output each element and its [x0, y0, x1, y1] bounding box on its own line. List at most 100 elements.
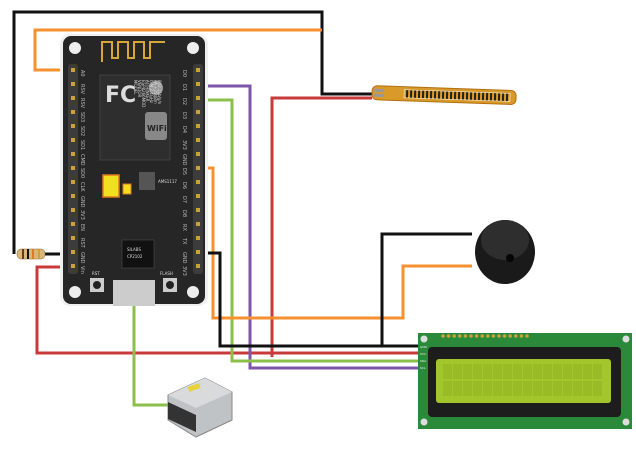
pin-label: RSV: [79, 84, 85, 95]
pin-label: GND: [79, 252, 85, 264]
pin-tx: [196, 236, 200, 240]
pin-label: GND: [181, 154, 187, 166]
pin-label: GND: [181, 252, 187, 264]
wire-orange-a0: [33, 28, 322, 72]
wires: [12, 10, 472, 407]
wifi-logo-box: [145, 112, 167, 140]
pin-d0: [196, 68, 200, 72]
pin-label: A0: [79, 70, 85, 77]
pin-label: 3V3: [181, 140, 187, 150]
regulator-label: AMS1117: [158, 179, 177, 184]
pin-d3: [196, 110, 200, 114]
pin-d8: [196, 208, 200, 212]
pin-label: D7: [181, 196, 187, 203]
pin-d4: [196, 124, 200, 128]
pin-label: D2: [181, 98, 187, 105]
pin-vin: [71, 264, 75, 268]
pin-label: RX: [181, 224, 187, 231]
globe-icon: [149, 81, 163, 95]
pin-label: RSV: [79, 98, 85, 109]
pin-label: Vin: [79, 266, 85, 274]
lcd-pin-labels: GND VCC SDA SCL: [420, 345, 428, 370]
pin-label: TX: [181, 237, 187, 245]
pin-d5: [196, 166, 200, 170]
pin-sd1: [71, 138, 75, 142]
pin-label: CMD: [79, 154, 85, 166]
pin-rst: [71, 236, 75, 240]
pin-label: D8: [181, 210, 187, 217]
wire-red-vin-lcd: [35, 265, 418, 355]
pin-sd0: [71, 166, 75, 170]
pin-label: CLK: [79, 182, 85, 192]
pin-label: D6: [181, 182, 187, 189]
wire-black-buzzer: [380, 232, 472, 346]
power-supply: [167, 377, 233, 438]
chip-model: CP2102: [127, 254, 143, 259]
pin-label: D4: [181, 126, 187, 133]
flash-label: FLASH: [160, 271, 173, 276]
module-text-line: ESP8266MOD: [141, 80, 146, 107]
chip-brand: SILABS: [127, 247, 141, 252]
micro-usb-port: [113, 280, 155, 306]
pin-gnd: [196, 152, 200, 156]
pin-gnd: [71, 194, 75, 198]
pin-gnd: [71, 250, 75, 254]
pin-3v3: [196, 138, 200, 142]
pin-sd3: [71, 110, 75, 114]
rst-label: RST: [92, 271, 100, 276]
wire-black-gnd-lcd: [198, 251, 418, 348]
pin-label: GND: [79, 196, 85, 208]
pin-label: EN: [79, 224, 85, 231]
regulator-chip: [139, 172, 155, 190]
resistor: [16, 248, 46, 260]
pin-label: D0: [181, 70, 187, 77]
pin-label: 3V3: [79, 210, 85, 220]
pin-label: D3: [181, 112, 187, 119]
wifi-logo: WiFi: [147, 124, 167, 133]
pin-sd2: [71, 124, 75, 128]
pin-d7: [196, 194, 200, 198]
pin-label: SD1: [79, 140, 85, 150]
pin-label: SD0: [79, 168, 85, 178]
lcd-pin-vcc: VCC: [420, 352, 426, 356]
module-text-line: PA +25dBm: [153, 80, 158, 104]
pin-d1: [196, 82, 200, 86]
pin-label: D5: [181, 168, 187, 175]
pin-label: SD2: [79, 126, 85, 136]
pin-label: SD3: [79, 112, 85, 122]
capacitor: [102, 174, 120, 198]
fc-logo: FC: [105, 83, 136, 108]
wire-black-flex-ground: [12, 10, 372, 254]
flex-sensor: [371, 85, 517, 105]
capacitor-small: [122, 183, 132, 195]
pin-clk: [71, 180, 75, 184]
module-text-line: ISM 2.4GHz: [149, 80, 154, 103]
lcd-display: GND VCC SDA SCL: [418, 333, 632, 429]
pin-rsv: [71, 96, 75, 100]
pin-d2: [196, 96, 200, 100]
usb-uart-chip: [121, 239, 155, 269]
pin-3v3: [71, 208, 75, 212]
wire-green-sda: [198, 98, 418, 363]
module-text-line: MODEL: [133, 80, 138, 95]
module-text-line: AITHINKER: [145, 80, 150, 102]
pin-d6: [196, 180, 200, 184]
pin-label: D1: [181, 84, 187, 91]
pin-rx: [196, 222, 200, 226]
wire-red-flex: [270, 96, 372, 357]
pin-gnd: [196, 250, 200, 254]
module-text-line: VENDOR: [137, 80, 142, 97]
wire-purple-scl: [198, 84, 418, 370]
lcd-pin-scl: SCL: [420, 366, 426, 370]
module-text-line: 802.11b/g/n: [157, 80, 162, 105]
left-pin-header: A0RSVRSVSD3SD2SD1CMDSD0CLKGND3V3ENRSTGND…: [71, 68, 85, 274]
nodemcu-board: A0RSVRSVSD3SD2SD1CMDSD0CLKGND3V3ENRSTGND…: [60, 34, 208, 306]
pin-a0: [71, 68, 75, 72]
lcd-pin-sda: SDA: [420, 359, 427, 363]
lcd-pin-gnd: GND: [420, 345, 428, 349]
pin-cmd: [71, 152, 75, 156]
pin-label: 3V3: [181, 266, 187, 276]
wire-orange-buzzer: [198, 166, 472, 320]
